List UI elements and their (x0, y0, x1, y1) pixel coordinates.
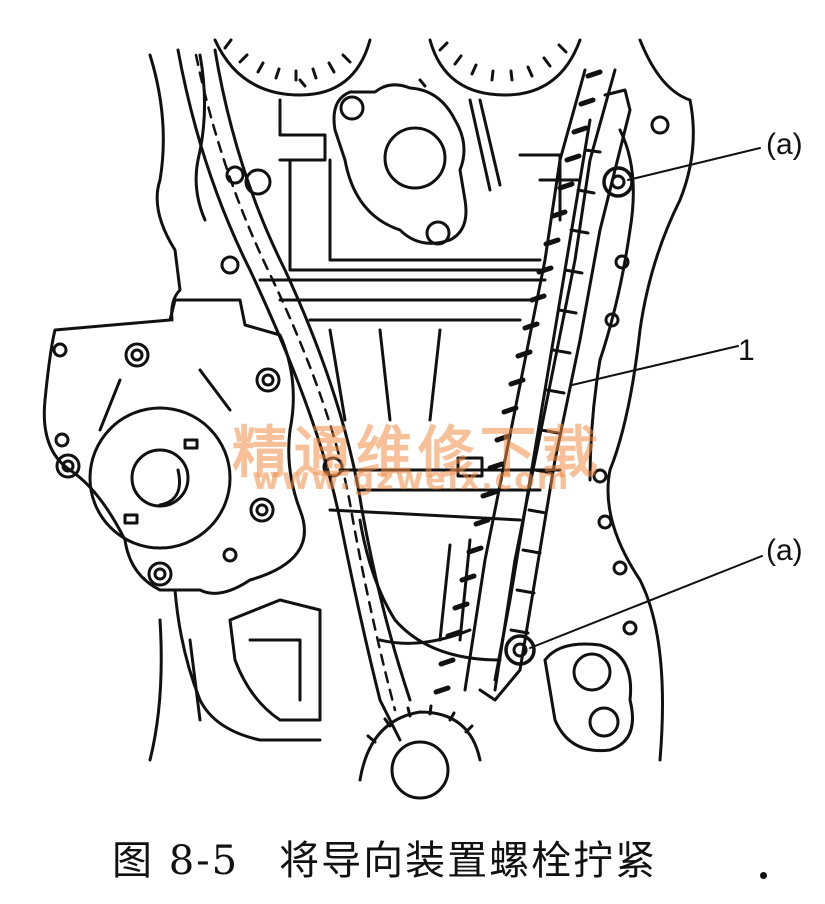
case-outline-right (606, 38, 695, 762)
figure-caption: 图 8-5 将导向装置螺栓拧紧 (112, 828, 657, 886)
watermark-title: 精通维修下载 (232, 420, 604, 486)
callout-bolt-top: (a) (766, 128, 803, 161)
chain-guide-1 (478, 88, 632, 702)
camshaft-sprocket-left (213, 38, 372, 97)
caption-text: 将导向装置螺栓拧紧 (279, 838, 658, 884)
leader-line-bottom (529, 555, 763, 649)
timing-chain (433, 68, 617, 695)
case-outline-left (148, 53, 182, 322)
water-pump (42, 298, 306, 595)
guide-bolt-bottom (504, 634, 536, 666)
oil-pump-housing (148, 547, 322, 762)
caption-number: 图 8-5 (112, 838, 240, 884)
cam-housing (278, 83, 582, 272)
leader-line-top (627, 147, 761, 181)
callout-guide: 1 (738, 334, 755, 367)
tensioner-housing (220, 115, 670, 753)
caption-dot (760, 872, 767, 879)
chain-dashed-left (194, 53, 397, 712)
watermark-url: www.gzweix.com (252, 462, 571, 497)
leader-line-guide (571, 345, 739, 386)
camshaft-sprocket-right (428, 38, 582, 97)
callout-bolt-bottom: (a) (766, 534, 803, 567)
guide-bolt-top (602, 166, 634, 198)
crankshaft-sprocket (358, 704, 482, 800)
